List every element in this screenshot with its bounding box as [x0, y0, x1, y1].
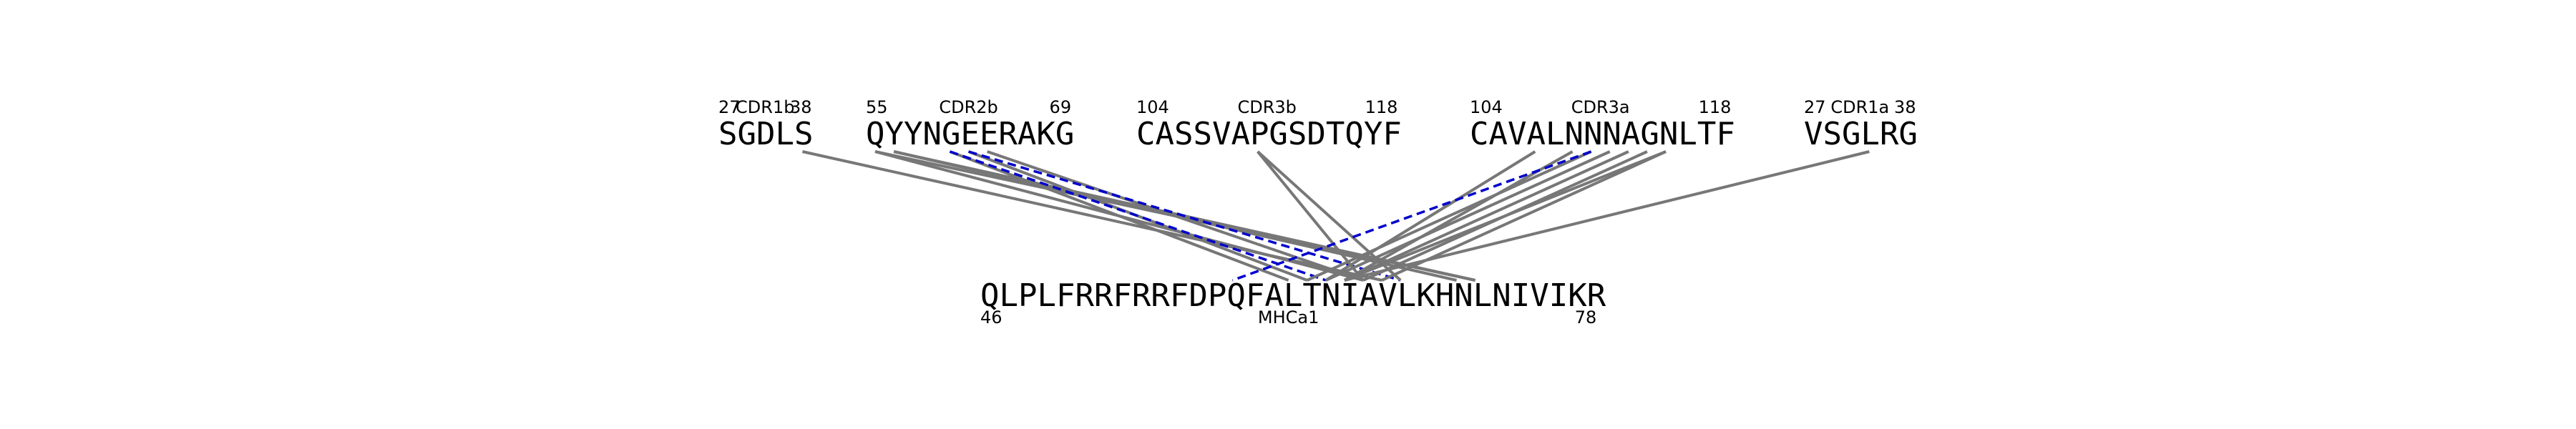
cdr3a-end-number: 118: [1699, 97, 1732, 117]
contact-line-15: [1325, 150, 1611, 282]
cdr3a-label: CDR3a: [1571, 97, 1630, 117]
cdr1b-label: CDR1b: [736, 97, 794, 117]
mhc-label: MHCa1: [1258, 307, 1319, 327]
cdr1a-sequence: VSGLRG: [1804, 116, 1918, 152]
cdr3b-start-number: 104: [1136, 97, 1169, 117]
contact-line-11: [1257, 150, 1402, 282]
contact-line-10: [1257, 150, 1365, 282]
hbond-line-8: [949, 150, 1327, 282]
contact-line-12: [1324, 150, 1536, 282]
cdr1b-start-number: 27: [718, 97, 741, 117]
hbond-line-20: [1231, 150, 1592, 282]
contact-line-14: [1306, 150, 1592, 282]
contact-lines: [802, 150, 1870, 282]
hbond-line-9: [968, 150, 1401, 282]
cdr3b-end-number: 118: [1365, 97, 1398, 117]
cdr3b-label: CDR3b: [1237, 97, 1296, 117]
contact-line-21: [1344, 150, 1870, 282]
cdr1a-start-number: 27: [1804, 97, 1826, 117]
cdr1a-end-number: 38: [1894, 97, 1916, 117]
cdr3b-sequence: CASSVAPGSDTQYF: [1136, 116, 1402, 152]
cdr2b-label: CDR2b: [939, 97, 997, 117]
cdr2b-start-number: 55: [866, 97, 888, 117]
cdr1a-label: CDR1a: [1830, 97, 1889, 117]
contact-line-5: [949, 150, 1289, 282]
cdr1b-end-number: 38: [790, 97, 812, 117]
contact-line-7: [987, 150, 1364, 282]
mhc-start-number: 46: [980, 307, 1002, 327]
contact-line-16: [1344, 150, 1629, 282]
mhc-end-number: 78: [1575, 307, 1597, 327]
cdr2b-end-number: 69: [1050, 97, 1072, 117]
contact-line-19: [1344, 150, 1667, 282]
mhc-sequence: QLPLFRRFRRFDPQFALTNIAVLKHNLNIVIKR: [980, 277, 1606, 314]
cdr1b-sequence: SGDLS: [718, 116, 813, 152]
cdr3a-sequence: CAVALNNNAGNLTF: [1470, 116, 1735, 152]
cdr3a-start-number: 104: [1470, 97, 1503, 117]
cdr2b-sequence: QYYNGEERAKG: [866, 116, 1074, 152]
